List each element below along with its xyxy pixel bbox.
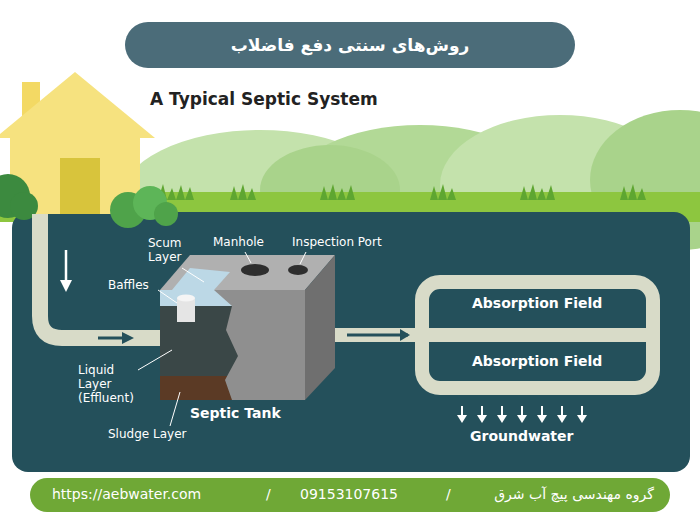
part-label: Inspection Port [292, 236, 382, 250]
separator: / [266, 486, 271, 502]
separator: / [446, 486, 451, 502]
phone-number: 09153107615 [300, 486, 398, 502]
company-name: گروه مهندسی پیچ آب شرق [494, 486, 654, 502]
pipe-loop [415, 275, 660, 395]
part-label: Liquid Layer (Effluent) [78, 364, 148, 405]
part-label: Manhole [213, 236, 264, 250]
part-label: Baffles [108, 279, 149, 293]
pipe-connector [335, 329, 422, 341]
absorption-field: Absorption FieldAbsorption Field [415, 275, 660, 395]
node-label: Absorption Field [472, 295, 602, 311]
website-text: https://aebwater.com [52, 486, 201, 502]
subtitle: A Typical Septic System [150, 90, 378, 110]
septic-tank: Septic Tank [150, 255, 337, 427]
part-label: Sludge Layer [108, 428, 186, 442]
node-label: Septic Tank [190, 405, 281, 421]
title-text: روش‌های سنتی دفع فاضلاب [231, 35, 470, 55]
node-label: Absorption Field [472, 353, 602, 369]
title-banner: روش‌های سنتی دفع فاضلاب [125, 22, 575, 68]
part-label: Scum Layer [148, 237, 194, 265]
groundwater-label: Groundwater [470, 428, 573, 444]
